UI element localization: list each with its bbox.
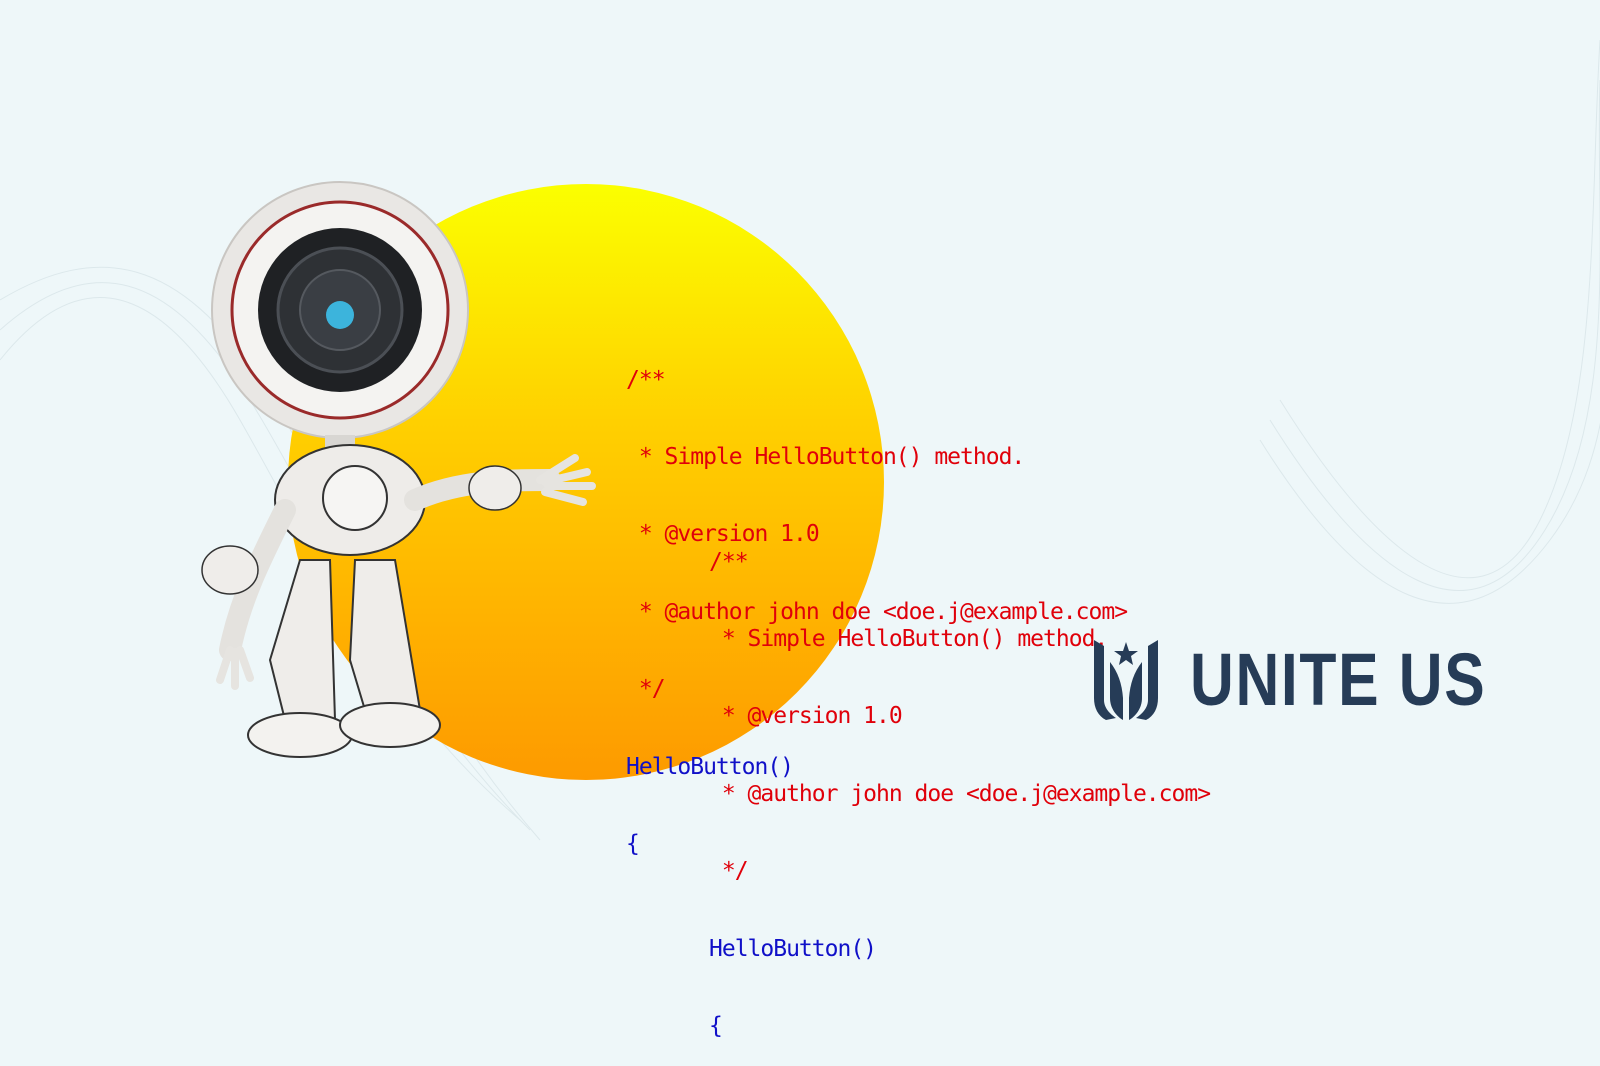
code-function-line: HelloButton() xyxy=(626,753,794,780)
code-comment-line: * Simple HelloButton() method. xyxy=(626,443,1025,470)
code-brace-line: { xyxy=(709,1012,723,1039)
code-comment-line: * @author john doe <doe.j@example.com> xyxy=(709,780,1211,807)
unite-us-logo: UNITE US xyxy=(1092,638,1551,722)
code-comment-line: /** xyxy=(626,366,666,393)
code-brace-line: { xyxy=(626,830,640,857)
code-function-line: HelloButton() xyxy=(709,935,877,962)
code-comment-line: /** xyxy=(709,548,749,575)
code-comment-line: * @version 1.0 xyxy=(709,703,903,730)
robot-camera-head-icon xyxy=(201,181,596,758)
logo-text: UNITE US xyxy=(1190,638,1487,721)
code-comment-line: */ xyxy=(709,858,749,885)
code-comment-line: */ xyxy=(626,676,666,703)
code-comment-line: * @author john doe <doe.j@example.com> xyxy=(626,598,1128,625)
unite-us-star-emblem-icon xyxy=(1094,640,1158,720)
code-comment-line: * @version 1.0 xyxy=(626,521,820,548)
code-comment-line: * Simple HelloButton() method. xyxy=(709,625,1108,652)
code-block-outer: /** * Simple HelloButton() method. * @ve… xyxy=(626,316,1128,884)
code-block-inner: /** * Simple HelloButton() method. * @ve… xyxy=(709,498,1211,1066)
